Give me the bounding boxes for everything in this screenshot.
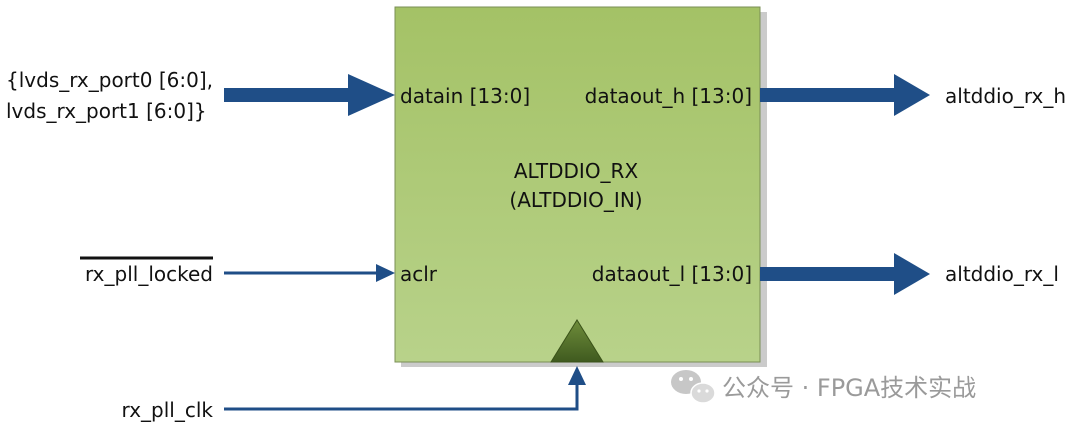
dataout-l-arrow	[760, 253, 930, 295]
datain-arrow	[224, 74, 395, 116]
input-bus-label-line1: {lvds_rx_port0 [6:0],	[6, 68, 213, 92]
output-h-label: altddio_rx_h	[945, 84, 1066, 108]
clock-signal-label: rx_pll_clk	[122, 398, 214, 422]
block-title-line2: (ALTDDIO_IN)	[509, 188, 642, 212]
watermark-text: 公众号 · FPGA技术实战	[722, 374, 976, 402]
port-aclr: aclr	[400, 262, 438, 286]
dataout-h-arrow	[760, 74, 930, 116]
block-title-line1: ALTDDIO_RX	[514, 159, 639, 183]
input-bus-label-line2: lvds_rx_port1 [6:0]}	[6, 99, 207, 123]
aclr-arrow	[224, 264, 395, 282]
output-l-label: altddio_rx_l	[945, 262, 1059, 286]
port-dataout-h: dataout_h [13:0]	[585, 84, 752, 108]
clock-input-triangle	[550, 319, 604, 363]
clock-arrow	[224, 366, 586, 411]
altddio-rx-block	[394, 6, 761, 363]
wechat-icon	[671, 370, 716, 404]
reset-signal-label: rx_pll_locked	[85, 262, 213, 286]
port-dataout-l: dataout_l [13:0]	[592, 262, 752, 286]
port-datain: datain [13:0]	[400, 84, 530, 108]
